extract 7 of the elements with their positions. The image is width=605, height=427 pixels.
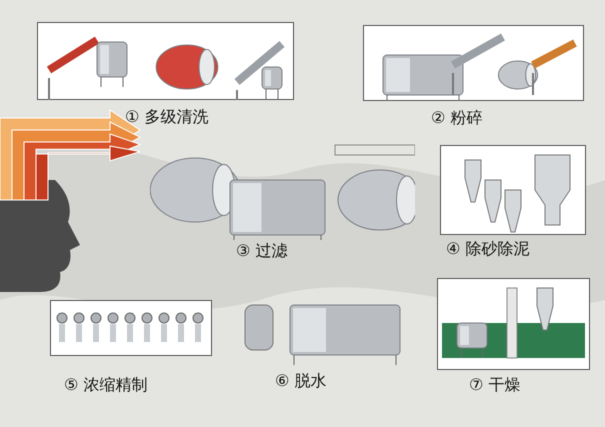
- step-caption: ② 粉碎: [431, 109, 482, 127]
- step-caption: ⑦ 干燥: [469, 376, 520, 394]
- step-caption: ① 多级清洗: [125, 108, 208, 126]
- step-caption: ⑥ 脱水: [275, 372, 326, 390]
- step-caption: ⑤ 浓缩精制: [64, 376, 148, 394]
- step-caption: ③ 过滤: [236, 242, 288, 260]
- step-caption: ④ 除砂除泥: [446, 240, 530, 258]
